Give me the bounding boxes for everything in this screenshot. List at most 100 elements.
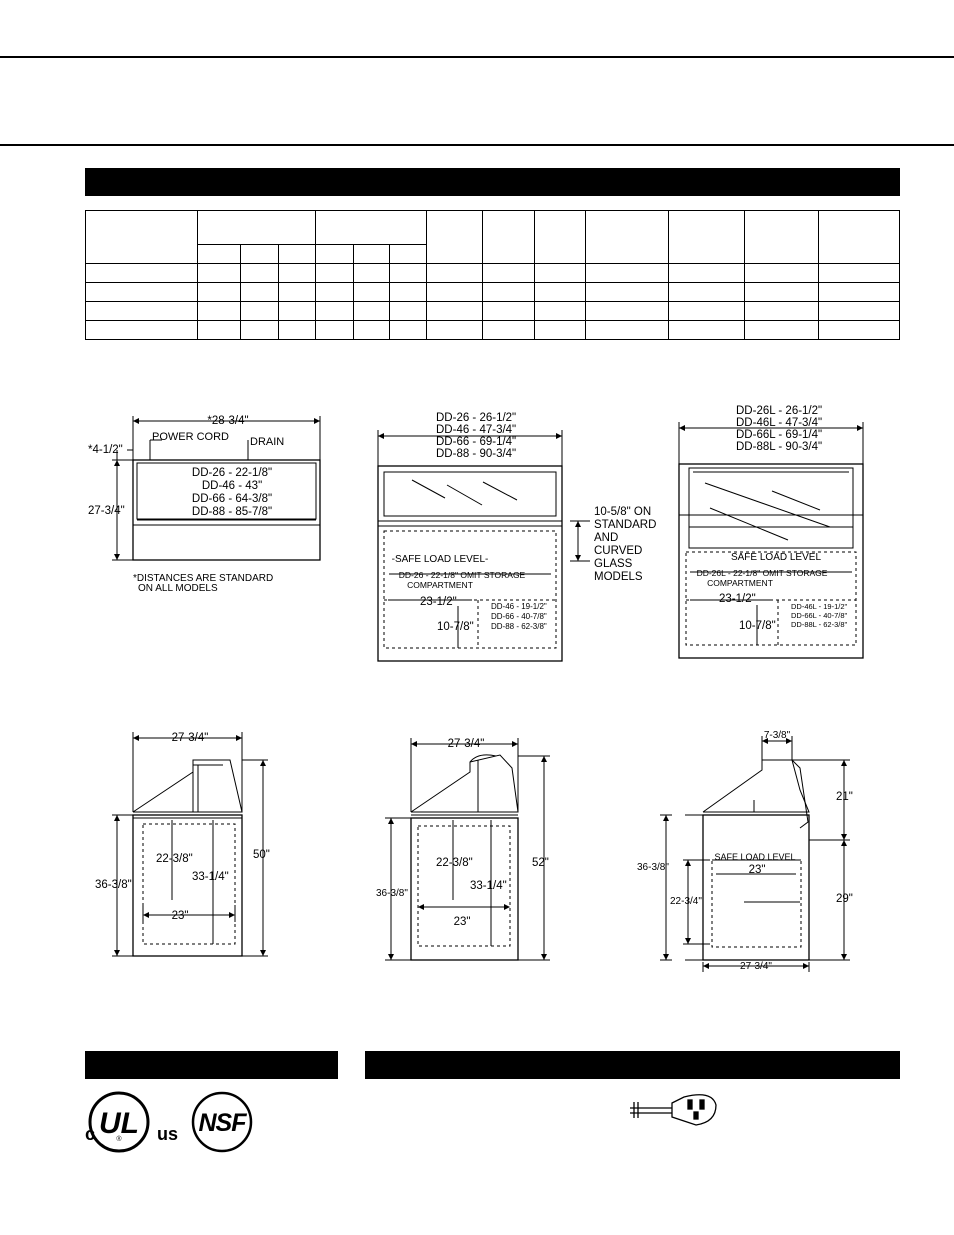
specifications-table	[84, 210, 900, 340]
front-view-l-models-drawing: DD-26L - 26-1/2" DD-46L - 47-3/4" DD-66L…	[678, 405, 864, 659]
header-bottom-rule	[0, 144, 954, 146]
front-view-models-drawing: DD-26 - 26-1/2" DD-46 - 47-3/4" DD-66 - …	[377, 412, 656, 662]
omit-note: DD-26 - 22-1/8" OMIT STORAGE	[399, 570, 526, 580]
omit-note: COMPARTMENT	[707, 578, 773, 588]
safe-load-label: SAFE LOAD LEVEL	[714, 852, 795, 862]
omit-note: COMPARTMENT	[407, 580, 473, 590]
table-cell	[314, 244, 355, 264]
side-note: CURVED	[594, 545, 642, 557]
width-label: 27-3/4"	[740, 961, 772, 972]
inner-depth-label: 33-1/4"	[192, 871, 229, 883]
model-width-label: DD-88L - 90-3/4"	[736, 441, 822, 453]
table-cell	[481, 210, 536, 264]
compartment-label: DD-46L - 19-1/2"	[791, 602, 847, 611]
side-view-standard-drawing: 27-3/4" 50" 36-3/8" 22-3/8" 33-1/4" 23"	[95, 732, 270, 957]
offset-label: *4-1/2"	[88, 444, 123, 456]
inner-height-label: 10-7/8"	[739, 620, 776, 632]
model-width-label: DD-66 - 69-1/4"	[436, 436, 516, 448]
side-view-l-drawing: 7-3/8" 21" 29" 36-3/8" 22-3/4" SAFE LOAD…	[637, 730, 853, 972]
table-row	[84, 320, 900, 340]
inner-depth-label: 33-1/4"	[470, 880, 507, 892]
model-width-label: DD-66 - 64-3/8"	[192, 493, 272, 505]
table-cell	[668, 210, 745, 264]
total-height-label: 50"	[253, 849, 270, 861]
inner-height-label: 22-3/4"	[670, 896, 702, 907]
ul-registered: ®	[116, 1135, 122, 1143]
top-width-label: 7-3/8"	[764, 730, 791, 741]
lower-height-label: 29"	[836, 893, 853, 905]
model-width-label: DD-26L - 26-1/2"	[736, 405, 822, 417]
table-cell	[389, 244, 427, 264]
depth-label: 23-1/2"	[420, 596, 457, 608]
compartment-label: DD-46 - 19-1/2"	[491, 602, 547, 611]
inner-width-label: 23"	[749, 864, 766, 876]
table-cell	[425, 210, 483, 264]
base-height-label: 36-3/8"	[95, 879, 132, 891]
nsf-listing-mark: NSF	[191, 1091, 253, 1153]
model-width-label: DD-88 - 85-7/8"	[192, 506, 272, 518]
side-view-curved-drawing: 27-3/4" 52" 36-3/8" 22-3/8" 33-1/4" 23"	[376, 738, 550, 961]
compartment-label: DD-66 - 40-7/8"	[491, 612, 547, 621]
ul-listing-mark: c UL ® us	[85, 1091, 178, 1153]
model-width-label: DD-66L - 69-1/4"	[736, 429, 822, 441]
electrical-header-bar	[365, 1051, 900, 1079]
model-width-label: DD-46 - 47-3/4"	[436, 424, 516, 436]
table-cell	[818, 210, 900, 264]
inner-width-label: 23"	[454, 916, 471, 928]
note-text: *DISTANCES ARE STANDARD	[133, 573, 273, 584]
table-row	[84, 301, 900, 321]
side-note: AND	[594, 532, 618, 544]
ul-mark: UL	[99, 1107, 139, 1140]
specifications-header-bar	[85, 168, 900, 196]
ul-suffix: us	[157, 1124, 178, 1144]
table-cell	[743, 210, 820, 264]
width-label: 27-3/4"	[172, 732, 209, 744]
table-cell	[197, 210, 316, 245]
width-label: 27-3/4"	[448, 738, 485, 750]
inner-width-label: 23"	[172, 910, 189, 922]
nsf-mark: NSF	[199, 1109, 248, 1137]
power-cord-label: POWER CORD	[152, 431, 229, 443]
table-row	[84, 282, 900, 302]
front-view-standard-drawing: *28-3/4" *4-1/2" POWER CORD DRAIN 27-3/4…	[88, 415, 321, 594]
ul-prefix: c	[85, 1124, 95, 1144]
inner-height-label: 22-3/8"	[436, 857, 473, 869]
compartment-label: DD-88L - 62-3/8"	[791, 620, 847, 629]
table-row	[84, 263, 900, 283]
safe-load-label: SAFE LOAD LEVEL	[731, 552, 821, 563]
table-cell	[84, 210, 199, 264]
base-height-label: 36-3/8"	[637, 862, 669, 873]
inner-height-label: 22-3/8"	[156, 853, 193, 865]
side-note: 10-5/8" ON	[594, 506, 651, 518]
table-cell	[353, 244, 391, 264]
table-cell	[534, 210, 586, 264]
safe-load-label: -SAFE LOAD LEVEL-	[392, 554, 489, 565]
table-cell	[584, 210, 670, 264]
top-rule	[0, 56, 954, 58]
compartment-label: DD-88 - 62-3/8"	[491, 622, 547, 631]
table-cell	[277, 244, 316, 264]
overall-width-label: *28-3/4"	[207, 415, 248, 427]
model-width-label: DD-26 - 22-1/8"	[192, 467, 272, 479]
table-cell	[314, 210, 427, 245]
depth-label: 23-1/2"	[719, 593, 756, 605]
base-height-label: 36-3/8"	[376, 888, 408, 899]
model-width-label: DD-88 - 90-3/4"	[436, 448, 516, 460]
inner-height-label: 10-7/8"	[437, 621, 474, 633]
omit-note: DD-26L - 22-1/8" OMIT STORAGE	[697, 568, 828, 578]
side-note: MODELS	[594, 571, 643, 583]
certifications-header-bar	[85, 1051, 338, 1079]
model-width-label: DD-46L - 47-3/4"	[736, 417, 822, 429]
side-note: GLASS	[594, 558, 633, 570]
note-text: ON ALL MODELS	[138, 583, 218, 594]
side-note: STANDARD	[594, 519, 656, 531]
table-cell	[197, 244, 242, 264]
height-label: 27-3/4"	[88, 505, 125, 517]
total-height-label: 52"	[532, 857, 549, 869]
drain-label: DRAIN	[250, 436, 284, 448]
model-width-label: DD-26 - 26-1/2"	[436, 412, 516, 424]
compartment-label: DD-66L - 40-7/8"	[791, 611, 847, 620]
table-cell	[240, 244, 279, 264]
model-width-label: DD-46 - 43"	[202, 480, 262, 492]
power-plug-icon	[630, 1094, 717, 1126]
